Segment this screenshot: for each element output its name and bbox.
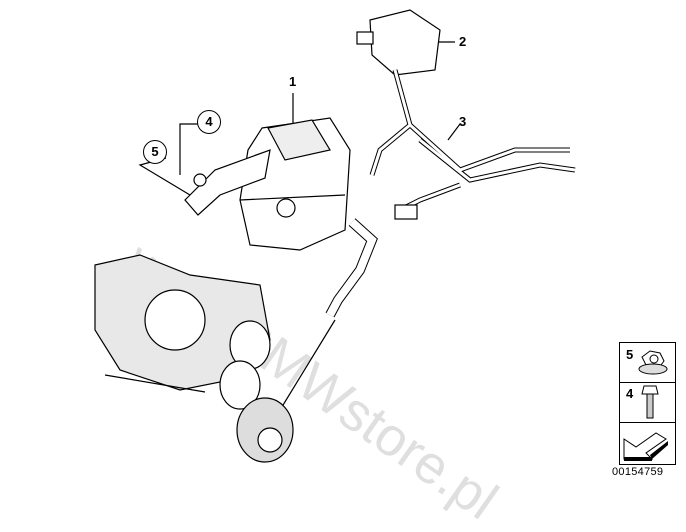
hose-lines-part-3 <box>369 69 576 213</box>
callout-2: 2 <box>459 34 467 49</box>
leader-turbo <box>279 319 336 411</box>
legend-item-nut: 5 <box>620 343 675 383</box>
parts-drawing <box>94 9 576 463</box>
fastener-legend: 5 4 <box>619 342 676 465</box>
callout-5: 5 <box>143 140 167 164</box>
reservoir-part-1 <box>239 117 351 251</box>
leader-3 <box>447 123 461 141</box>
muffler <box>394 204 418 220</box>
hex-bolt-icon <box>641 385 659 419</box>
flange-nut-icon <box>638 350 668 375</box>
direction-arrow-icon <box>623 432 668 461</box>
valve-part-2 <box>356 9 441 76</box>
diagram-number: 00154759 <box>612 466 664 478</box>
legend-number: 4 <box>626 386 634 401</box>
bracket-part <box>184 149 271 216</box>
legend-item-bolt: 4 <box>620 382 675 423</box>
callout-1: 1 <box>289 74 297 89</box>
legend-direction <box>620 423 675 465</box>
callout-3: 3 <box>459 114 467 129</box>
legend-number: 5 <box>626 347 634 362</box>
callout-4: 4 <box>197 110 221 134</box>
leader-4 <box>179 123 198 175</box>
leader-5 <box>138 157 191 196</box>
turbocharger <box>94 254 294 463</box>
